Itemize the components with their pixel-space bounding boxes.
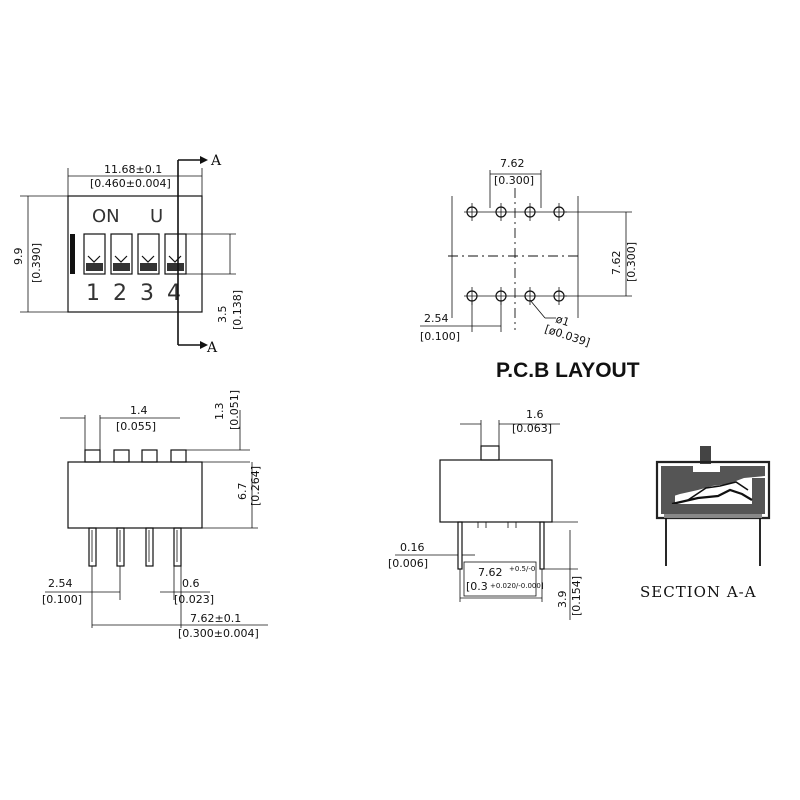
section-marker-top: A — [210, 153, 222, 169]
switch-number-1: 1 — [86, 281, 100, 306]
on-label: ON — [92, 206, 120, 227]
side-view-body — [439, 459, 553, 523]
side-pin-right — [539, 521, 545, 570]
side-pin-length-dim-inch: [0.154] — [570, 576, 583, 616]
front-actuator-2 — [113, 449, 130, 463]
top-side-mark — [70, 234, 75, 274]
side-act-width-dim: 1.6 — [526, 408, 544, 421]
switch-number-4: 4 — [167, 281, 181, 306]
front-view-body — [67, 461, 203, 529]
front-act-width-dim-inch: [0.055] — [116, 420, 156, 433]
front-act-height-dim: 1.3 — [213, 403, 226, 421]
switch-number-2: 2 — [113, 281, 127, 306]
side-pin-left — [457, 521, 463, 570]
front-act-width-dim: 1.4 — [130, 404, 148, 417]
section-line — [177, 156, 208, 349]
front-row-spacing-dim-inch: [0.300±0.004] — [178, 627, 259, 640]
switch-1 — [83, 233, 106, 275]
front-row-spacing-dim: 7.62±0.1 — [190, 612, 241, 625]
top-width-dim: 11.68±0.1 — [104, 163, 162, 176]
side-actuator — [480, 445, 500, 461]
front-pins — [88, 527, 182, 567]
front-actuator-3 — [141, 449, 158, 463]
front-pitch-dim-inch: [0.100] — [42, 593, 82, 606]
side-act-width-dim-inch: [0.063] — [512, 422, 552, 435]
side-row-spacing-dim-inch: [0.3 — [466, 580, 488, 593]
top-width-dim-inch: [0.460±0.004] — [90, 177, 171, 190]
pcb-hole-dim: ø1 — [554, 312, 571, 329]
section-actuator — [700, 446, 711, 464]
switch-4 — [164, 233, 187, 275]
front-pin-width-dim-inch: [0.023] — [174, 593, 214, 606]
side-pin-thickness-dim-inch: [0.006] — [388, 557, 428, 570]
side-row-spacing-dim: 7.62 — [478, 566, 503, 579]
section-a-a: SECTION A-A — [640, 446, 771, 601]
side-view: 1.6 [0.063] 0.16 [0.006] 7.62 +0.5/-0 [0… — [388, 408, 583, 620]
front-body-height-dim: 6.7 — [236, 483, 249, 501]
top-height-dim: 9.9 — [12, 248, 25, 266]
pcb-pitch-dim: 2.54 — [424, 312, 449, 325]
on-symbol: ᑌ — [150, 206, 163, 227]
section-marker-bottom: A — [206, 340, 218, 356]
side-pin-length-dim: 3.9 — [556, 591, 569, 609]
front-body-height-dim-inch: [0.264] — [249, 466, 262, 506]
pcb-holes-bottom-row — [464, 287, 567, 305]
front-act-height-dim-inch: [0.051] — [228, 390, 241, 430]
actuator-offset-dim-inch: [0.138] — [231, 290, 244, 330]
actuator-offset-dim: 3.5 — [216, 306, 229, 324]
pcb-row-dim: 7.62 — [500, 157, 525, 170]
side-pin-thickness-dim: 0.16 — [400, 541, 425, 554]
pcb-col-dim-inch: [0.300] — [625, 242, 638, 282]
side-row-spacing-inch-tol: +0.020/-0.000] — [490, 582, 544, 590]
pcb-col-dim: 7.62 — [610, 251, 623, 276]
switch-3 — [137, 233, 160, 275]
switch-number-3: 3 — [140, 281, 154, 306]
front-actuator-4 — [170, 449, 187, 463]
section-a-a-label: SECTION A-A — [640, 583, 757, 601]
pcb-holes-top-row — [464, 203, 567, 221]
front-pitch-dim: 2.54 — [48, 577, 73, 590]
top-view: 11.68±0.1 [0.460±0.004] 9.9 [0.390] ON ᑌ — [12, 153, 244, 356]
front-actuator-1 — [84, 449, 101, 463]
front-view: 1.4 [0.055] 1.3 [0.051] 6.7 [0.264] 2.54… — [42, 390, 268, 640]
top-view-body — [67, 195, 203, 313]
top-height-dim-inch: [0.390] — [30, 243, 43, 283]
switch-2 — [110, 233, 133, 275]
pcb-pitch-dim-inch: [0.100] — [420, 330, 460, 343]
side-row-spacing-tol: +0.5/-0 — [509, 565, 535, 573]
pcb-layout-title: P.C.B LAYOUT — [496, 359, 640, 382]
pcb-layout: 7.62 [0.300] 7.62 [0.300] 2.54 [0.100] ø… — [420, 157, 640, 382]
front-pin-width-dim: 0.6 — [182, 577, 200, 590]
pcb-row-dim-inch: [0.300] — [494, 174, 534, 187]
